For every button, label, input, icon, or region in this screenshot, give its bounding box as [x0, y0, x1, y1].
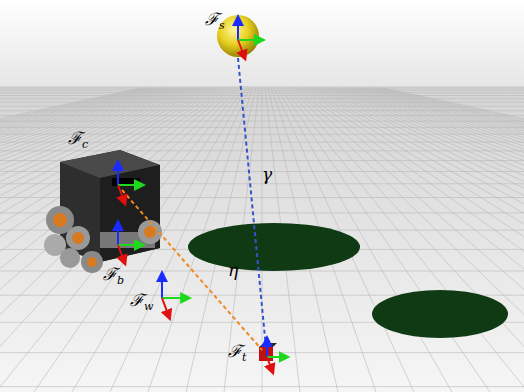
robot: [44, 150, 162, 273]
target-region: [188, 223, 360, 271]
y-axis: [267, 356, 285, 358]
grid-line: [362, 88, 524, 392]
grid-line: [335, 88, 524, 392]
symbol: ℱ: [103, 264, 117, 284]
frame-label: ℱs: [205, 11, 225, 31]
gamma-line: [238, 58, 266, 348]
symbol: ℱ: [68, 128, 82, 148]
grid-line: [341, 88, 524, 392]
grid-line: [381, 88, 524, 392]
x-axis: [238, 40, 244, 56]
symbol: ℱ: [130, 290, 144, 310]
grid-line: [0, 88, 183, 392]
grid-line: [332, 88, 524, 392]
x-axis: [118, 185, 124, 201]
grid-line: [0, 88, 204, 392]
grid-line: [359, 88, 524, 392]
z-axis: [237, 20, 239, 40]
grid-line: [365, 88, 524, 392]
x-axis: [162, 298, 169, 316]
grid-line: [338, 88, 524, 392]
grid-line: [356, 88, 524, 392]
grid-line: [0, 88, 186, 392]
grid-line: [0, 88, 189, 392]
y-axis: [238, 39, 260, 41]
grid-line: [0, 88, 180, 392]
grid-line: [378, 88, 524, 392]
frame-label: ℱc: [68, 130, 88, 150]
symbol: η: [228, 260, 238, 280]
coordinate-frames: [118, 20, 285, 370]
subscript: w: [144, 300, 153, 313]
z-axis: [117, 225, 119, 245]
frame-label: ℱt: [228, 343, 246, 363]
frame-label: γ: [262, 166, 272, 183]
grid-line: [0, 88, 159, 392]
x-axis: [118, 245, 124, 261]
grid-line: [0, 88, 207, 392]
grid-line: [0, 88, 222, 392]
y-axis: [162, 297, 186, 299]
subscript: c: [82, 138, 88, 151]
z-axis: [266, 341, 268, 357]
x-axis: [267, 357, 272, 370]
grid-line: [0, 88, 213, 392]
grid-line: [0, 88, 165, 392]
grid-line: [371, 88, 524, 392]
subscript: s: [219, 19, 225, 32]
grid-line: [384, 88, 524, 392]
floor-grid: [0, 88, 524, 392]
subscript: b: [117, 274, 124, 287]
grid-line: [344, 88, 524, 392]
sky: [0, 0, 524, 86]
subscript: t: [242, 351, 246, 364]
eta-line: [122, 190, 262, 350]
symbol: ℱ: [228, 341, 242, 361]
grid-line: [347, 88, 524, 392]
symbol: ℱ: [205, 9, 219, 29]
grid-line: [0, 88, 168, 392]
grid-line: [0, 88, 198, 392]
sphere: [217, 15, 259, 57]
grid-line: [0, 88, 156, 392]
y-axis: [118, 184, 140, 186]
y-axis: [118, 244, 140, 246]
frame-label: ℱw: [130, 292, 153, 312]
grid-line: [350, 88, 524, 392]
grid-line: [368, 88, 524, 392]
frame-label: η: [228, 262, 238, 279]
grid-line: [353, 88, 524, 392]
grid-line: [374, 88, 524, 392]
z-axis: [161, 276, 163, 298]
target-region: [372, 290, 508, 338]
frame-label: ℱb: [103, 266, 124, 286]
symbol: γ: [262, 164, 272, 184]
grid-line: [0, 88, 174, 392]
grid-line: [0, 88, 171, 392]
grid-line: [0, 88, 226, 392]
z-axis: [117, 165, 119, 185]
